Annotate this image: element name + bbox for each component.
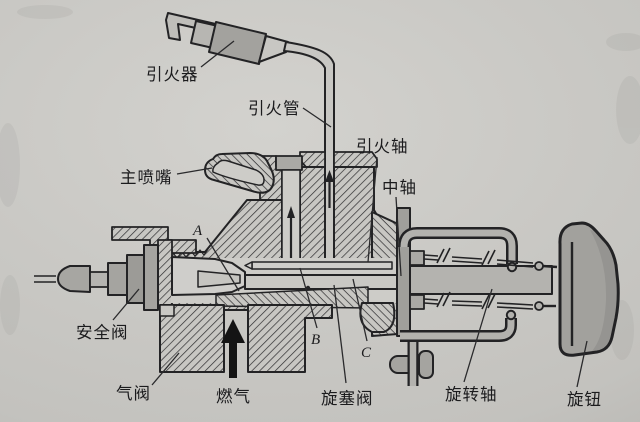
link-rod-bottom <box>409 291 556 311</box>
leader-ignition-shaft <box>367 156 378 263</box>
leader-main-nozzle <box>176 167 213 175</box>
rail-bottom-hook <box>505 309 517 321</box>
leader-gas-valve <box>151 352 180 386</box>
fuel-gas-arrow-head <box>221 319 245 343</box>
link-rod-top <box>409 247 558 271</box>
frame-plate <box>396 207 411 337</box>
knob-body <box>558 221 620 357</box>
leader-safety-valve <box>112 288 140 321</box>
shaft-pivot-dot <box>305 285 311 291</box>
knob-shading <box>590 230 619 353</box>
safety-valve-block-1 <box>107 262 128 296</box>
label-ignition-shaft: 引火轴 <box>356 137 409 156</box>
gas-valve-notch <box>159 304 175 317</box>
label-point-b: B <box>311 332 320 348</box>
leader-point-c <box>352 278 368 342</box>
frame-rail-top <box>400 229 516 264</box>
leader-point-b <box>299 267 318 329</box>
gas-valve-block-right <box>247 304 333 373</box>
leader-point-a <box>206 237 240 292</box>
label-point-c: C <box>361 345 372 361</box>
igniter-body <box>208 21 267 65</box>
safety-valve-flange <box>143 244 159 311</box>
tube-flow-arrow-head <box>325 170 334 182</box>
body-left-flange <box>111 226 197 254</box>
frame-rail-bottom <box>400 318 515 340</box>
rotating-shaft-body <box>409 265 553 295</box>
nozzle-flow-arrow-head <box>287 206 295 218</box>
leader-ignition-tube <box>302 107 332 128</box>
label-main-nozzle: 主喷嘴 <box>120 168 173 187</box>
label-point-a: A <box>192 223 203 239</box>
label-gas-valve: 气阀 <box>116 384 151 403</box>
paper-bleed-marks <box>0 5 640 360</box>
label-knob: 旋钮 <box>567 390 602 409</box>
safety-valve-neck <box>89 271 109 288</box>
label-center-shaft: 中轴 <box>382 178 417 197</box>
fuel-gas-arrow-shaft <box>229 343 237 378</box>
label-igniter: 引火器 <box>146 65 199 84</box>
valve-seat-collar <box>157 239 173 307</box>
leader-plug-valve <box>333 284 347 384</box>
ignition-shaft-tip <box>244 261 253 270</box>
safety-valve-block-2 <box>126 254 145 304</box>
leader-center-shaft <box>395 196 402 277</box>
leader-igniter <box>200 40 235 68</box>
frame-roller-knob <box>418 350 434 379</box>
leader-knob <box>576 340 588 388</box>
ignition-shaft-rod <box>251 261 393 270</box>
nozzle-cap-bar <box>275 155 303 171</box>
body-top-cap-left <box>299 151 326 168</box>
label-fuel-gas: 燃气 <box>216 387 251 406</box>
main-nozzle-bore <box>212 159 265 186</box>
body-column-left <box>299 166 326 261</box>
label-plug-valve: 旋塞阀 <box>321 389 374 408</box>
leader-lines <box>112 40 588 388</box>
rail-top-hook <box>506 261 518 273</box>
safety-valve-cone <box>57 265 91 293</box>
thread-serration <box>167 248 209 260</box>
packing-nut <box>359 302 396 333</box>
label-rotating-shaft: 旋转轴 <box>445 385 498 404</box>
leader-rotating-shaft <box>463 288 493 383</box>
label-safety-valve: 安全阀 <box>76 323 129 342</box>
label-ignition-tube: 引火管 <box>248 99 301 118</box>
